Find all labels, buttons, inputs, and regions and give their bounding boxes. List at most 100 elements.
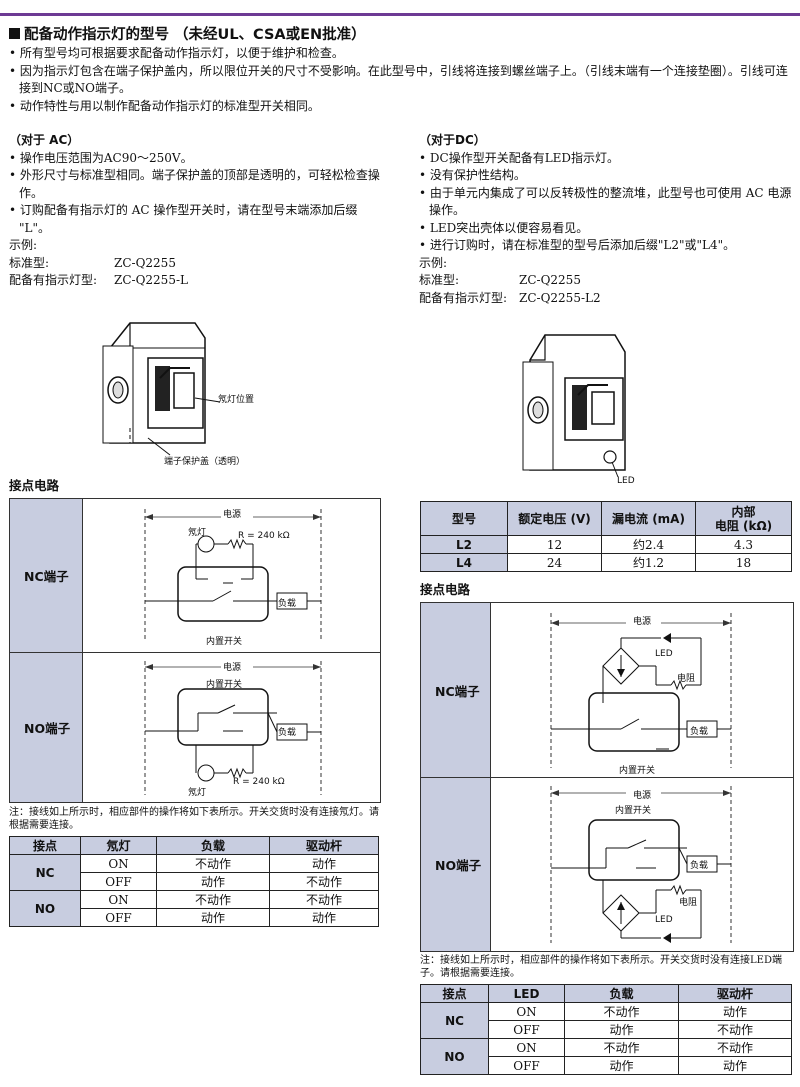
table-row: OFF 动作 动作 [10, 908, 379, 927]
table-header: 额定电压 (V) [507, 501, 602, 536]
dc-example-label: 示例: [419, 255, 448, 270]
table-row: NO ON 不动作 不动作 [9, 890, 379, 927]
table-header: 接点 [420, 984, 489, 1003]
dc-operation-table: 接点 LED 负载 驱动杆 NC ON 不动作 动作 OFF 动作 不动作 NO… [420, 984, 792, 1075]
table-cell: 18 [695, 553, 792, 572]
terminal-cover-label: 端子保护盖（透明） [164, 457, 246, 467]
table-cell: ON [488, 1038, 565, 1057]
table-cell: 动作 [678, 1002, 792, 1021]
table-cell: 动作 [269, 908, 379, 927]
table-cell: OFF [488, 1056, 565, 1075]
dc-no-power-label: 电源 [633, 791, 652, 801]
table-cell: 不动作 [564, 1038, 679, 1057]
table-header: 负载 [156, 836, 270, 855]
table-cell: 动作 [678, 1056, 792, 1075]
ac-bullet: • 操作电压范围为AC90～250V。 [9, 150, 193, 165]
intro-item: • 因为指示灯包含在端子保护盖内，所以限位开关的尺寸不受影响。在此型号中，引线将… [9, 63, 788, 96]
table-cell: OFF [80, 908, 157, 927]
dc-switch-illustration: LED [520, 330, 660, 490]
neon-position-label: 氖灯位置 [218, 395, 255, 405]
ac-nc-switch-label: 内置开关 [206, 637, 243, 647]
ac-std-value: ZC-Q2255 [114, 255, 176, 270]
table-header: 负载 [564, 984, 679, 1003]
intro-item: • 所有型号均可根据要求配备动作指示灯，以便于维护和检查。 [9, 46, 344, 60]
ac-no-switch-label: 内置开关 [206, 680, 243, 690]
ac-nc-label: NC端子 [10, 499, 83, 652]
table-cell: NO [420, 1038, 489, 1075]
dc-lamp-label: 配备有指示灯型: [419, 290, 508, 305]
ac-column: （对于 AC） • 操作电压范围为AC90～250V。 • 外形尺寸与标准型相同… [9, 132, 389, 290]
dc-circuit-panel: NC端子 NO端子 电源 LED 电阻 负载 内置开关 [420, 602, 794, 952]
ac-circuit-panel: NC端子 NO端子 电源 氖灯 R = 240 kΩ 负载 内置开关 [9, 498, 381, 803]
dc-bullet: • DC操作型开关配备有LED指示灯。 [419, 150, 620, 165]
table-cell: 4.3 [695, 535, 792, 554]
table-header: 接点 [9, 836, 81, 855]
dc-heading: （对于DC） [419, 133, 486, 147]
dc-bullet: • LED突出壳体以便容易看见。 [419, 220, 589, 235]
table-cell: 不动作 [156, 890, 270, 909]
dc-nc-power-label: 电源 [633, 617, 652, 627]
dc-no-switch-label: 内置开关 [615, 806, 652, 816]
ac-operation-table: 接点 氖灯 负载 驱动杆 NC ON 不动作 动作 OFF 动作 不动作 NO … [9, 836, 379, 927]
table-cell: OFF [488, 1020, 565, 1039]
intro-item: • 动作特性与用以制作配备动作指示灯的标准型开关相同。 [9, 98, 320, 113]
table-cell: 不动作 [156, 854, 270, 873]
dc-no-resistor-label: 电阻 [679, 898, 698, 908]
table-cell: NC [9, 854, 81, 891]
table-cell: 不动作 [678, 1038, 792, 1057]
ac-lamp-label: 配备有指示灯型: [9, 273, 98, 287]
dc-nc-led-label: LED [655, 649, 673, 659]
led-label: LED [617, 476, 635, 486]
table-row: L2 12 约2.4 4.3 [420, 535, 792, 554]
ac-switch-illustration: 氖灯位置 端子保护盖（透明） [100, 318, 300, 470]
table-row: OFF 动作 动作 [421, 1056, 792, 1075]
table-header: 内部 电阻 (kΩ) [695, 501, 792, 536]
dc-nc-label: NC端子 [421, 603, 491, 777]
table-cell: ON [488, 1002, 565, 1021]
ac-lamp-value: ZC-Q2255-L [114, 273, 188, 287]
table-row: L4 24 约1.2 18 [420, 553, 792, 572]
table-cell: L2 [420, 535, 508, 554]
ac-circuit-heading: 接点电路 [9, 478, 60, 493]
dc-note: 注：接线如上所示时，相应部件的操作将如下表所示。开关交货时没有连接LED端子。请… [420, 955, 782, 979]
ac-no-resistor-label: R = 240 kΩ [233, 777, 285, 787]
intro-list: • 所有型号均可根据要求配备动作指示灯，以便于维护和检查。 • 因为指示灯包含在… [9, 45, 794, 115]
table-cell: 约2.4 [601, 535, 696, 554]
table-cell: 动作 [564, 1020, 679, 1039]
table-cell: 动作 [156, 872, 270, 891]
table-cell: 约1.2 [601, 553, 696, 572]
table-row: NC ON 不动作 动作 [9, 854, 379, 891]
table-cell: 动作 [156, 908, 270, 927]
ac-nc-load-label: 负载 [278, 599, 297, 609]
ac-note: 注：接线如上所示时，相应部件的操作将如下表所示。开关交货时没有连接氖灯。请根据需… [9, 807, 379, 831]
ac-bullet: • 外形尺寸与标准型相同。端子保护盖的顶部是透明的，可轻松检查操作。 [9, 168, 380, 200]
ac-nc-diagram [144, 509, 322, 641]
table-row: NO ON 不动作 不动作 [420, 1038, 792, 1075]
dc-circuit-heading: 接点电路 [420, 582, 471, 597]
table-row: NC ON 不动作 动作 [420, 1002, 792, 1039]
ac-bullet: • 订购配备有指示灯的 AC 操作型开关时，请在型号末端添加后缀 "L"。 [9, 203, 358, 235]
dc-nc-load-label: 负载 [690, 727, 709, 737]
dc-column: （对于DC） • DC操作型开关配备有LED指示灯。 • 没有保护性结构。 • … [419, 132, 794, 307]
table-header: 氖灯 [80, 836, 157, 855]
table-cell: ON [80, 854, 157, 873]
table-cell: L4 [420, 553, 508, 572]
dc-bullet: • 由于单元内集成了可以反转极性的整流堆，此型号也可使用 AC 电源操作。 [419, 185, 792, 218]
dc-std-label: 标准型: [419, 273, 460, 287]
table-cell: 动作 [564, 1056, 679, 1075]
dc-lamp-value: ZC-Q2255-L2 [519, 290, 601, 305]
dc-no-load-label: 负载 [690, 861, 709, 871]
ac-no-diagram [144, 661, 322, 795]
table-cell: 不动作 [269, 890, 379, 909]
ac-no-load-label: 负载 [278, 728, 297, 738]
dc-bullet: • 进行订购时，请在标准型的型号后添加后缀"L2"或"L4"。 [419, 238, 736, 252]
section-title-text: 配备动作指示灯的型号 （未经UL、CSA或EN批准） [24, 27, 366, 43]
dc-no-label: NO端子 [421, 778, 491, 951]
ac-example-label: 示例: [9, 238, 38, 252]
table-cell: 不动作 [269, 872, 379, 891]
ac-nc-neon-label: 氖灯 [188, 528, 207, 538]
ac-heading: （对于 AC） [9, 133, 80, 147]
ac-std-label: 标准型: [9, 255, 50, 270]
dc-nc-diagram [550, 613, 732, 768]
dc-no-led-label: LED [655, 915, 673, 925]
